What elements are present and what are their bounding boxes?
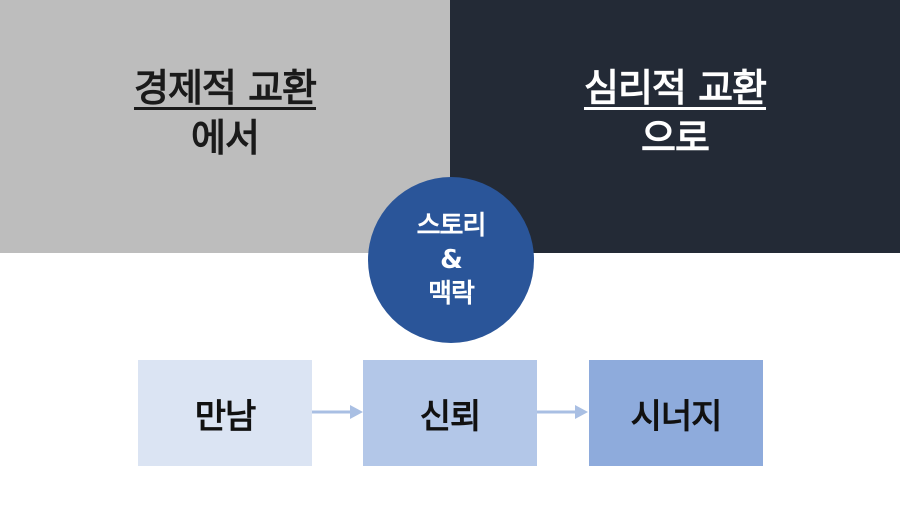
circle-line-story: 스토리 (416, 211, 487, 241)
step-meeting-box: 만남 (138, 360, 312, 466)
economic-exchange-panel: 경제적 교환 에서 (0, 0, 450, 253)
step-synergy-box: 시너지 (589, 360, 763, 466)
step-trust-box: 신뢰 (363, 360, 537, 466)
economic-exchange-subtitle: 에서 (191, 115, 260, 160)
psychological-exchange-subtitle: 으로 (641, 115, 710, 160)
arrow-right-icon (312, 405, 363, 419)
arrow-right-icon (537, 405, 588, 419)
step-synergy-label: 시너지 (630, 396, 723, 437)
circle-line-context: 맥락 (428, 279, 475, 309)
circle-line-ampersand: & (440, 245, 463, 275)
step-meeting-label: 만남 (194, 396, 257, 437)
story-context-circle: 스토리 & 맥락 (368, 177, 534, 343)
psychological-exchange-panel: 심리적 교환 으로 (450, 0, 900, 253)
psychological-exchange-title: 심리적 교환 (583, 65, 767, 110)
step-trust-label: 신뢰 (419, 396, 482, 437)
economic-exchange-title: 경제적 교환 (133, 65, 317, 110)
